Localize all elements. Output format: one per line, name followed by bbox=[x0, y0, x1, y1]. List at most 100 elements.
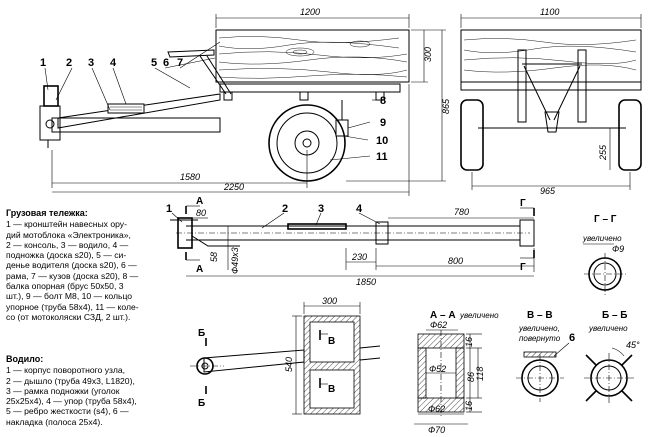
section-vv-title: В – В bbox=[527, 310, 553, 321]
section-mark-g-bottom: Г bbox=[520, 262, 526, 273]
legend-cargo-line: рама, 7 — кузов (доска s20), 8 — bbox=[6, 270, 139, 281]
section-aa-dim-bottom2: Ф70 bbox=[428, 425, 445, 435]
legend-drawbar-line: 5 — ребро жесткости (s4), 6 — bbox=[6, 406, 129, 417]
side-callout-5: 5 bbox=[151, 57, 157, 69]
legend-cargo-trailer: Грузовая тележка: 1 — кронштейн навесных… bbox=[6, 208, 168, 322]
section-gg-dim: Ф9 bbox=[612, 244, 624, 254]
mount-bracket bbox=[39, 85, 61, 148]
legend-drawbar-line: накладка (полоса 25x4). bbox=[6, 416, 103, 427]
section-bb: Б – Б увеличено 45° bbox=[584, 310, 640, 403]
section-gg-note: увеличено bbox=[582, 234, 622, 243]
dim-58: 58 bbox=[209, 252, 219, 262]
section-gg-title: Г – Г bbox=[594, 214, 617, 225]
side-callout-4: 4 bbox=[110, 57, 117, 69]
dim-1850: 1850 bbox=[356, 277, 376, 287]
legend-cargo-line: балка опорная (брус 50x50, 3 bbox=[6, 281, 124, 292]
section-mark-a-top: А bbox=[196, 196, 203, 207]
side-callout-10: 10 bbox=[376, 135, 388, 147]
drawbar-callout-1: 1 bbox=[166, 203, 172, 215]
drawbar-side bbox=[57, 93, 221, 129]
dim-865: 865 bbox=[441, 98, 451, 114]
section-aa-dim-mid: Ф52 bbox=[429, 364, 446, 374]
plan-mark-v-top: В bbox=[328, 336, 335, 347]
side-dimensions: 1200 300 865 1580 2250 bbox=[51, 7, 451, 196]
legend-cargo-line: 1 — кронштейн навесных ору- bbox=[6, 219, 127, 230]
plan-mark-b-top: Б bbox=[198, 328, 205, 339]
dim-1100: 1100 bbox=[540, 7, 559, 17]
section-aa-note: увеличено bbox=[459, 311, 499, 320]
dim-780: 780 bbox=[454, 207, 469, 217]
side-callout-2: 2 bbox=[66, 57, 72, 69]
section-bb-angle: 45° bbox=[626, 340, 640, 350]
section-aa-dim-bottom: Ф62 bbox=[428, 404, 445, 414]
dim-300: 300 bbox=[423, 47, 433, 62]
legend-cargo-line: дий мотоблока «Электроника», bbox=[6, 229, 131, 240]
legend-drawbar-line: 25x25x4), 4 — упор (труба 58x4), bbox=[6, 396, 137, 407]
dim-plan-540: 540 bbox=[284, 357, 294, 372]
dim-800: 800 bbox=[448, 256, 463, 266]
legend-drawbar-title: Водило: bbox=[6, 354, 44, 364]
side-callout-8: 8 bbox=[380, 95, 386, 107]
front-wheel-right bbox=[618, 99, 642, 171]
legend-cargo-line: со (от мотоколяски СЗД, 2 шт.). bbox=[6, 311, 131, 322]
frame bbox=[219, 83, 401, 93]
dim-d49: Ф49х3 bbox=[230, 247, 240, 274]
legend-cargo-line: денье водителя (доска s20), 6 — bbox=[6, 260, 137, 271]
section-mark-g-top: Г bbox=[520, 198, 526, 209]
section-gg: Г – Г увеличено Ф9 bbox=[582, 214, 626, 295]
section-aa-dim-top: Ф62 bbox=[430, 320, 447, 330]
side-callout-3: 3 bbox=[88, 57, 94, 69]
drawbar-footboard bbox=[287, 223, 347, 230]
legend-drawbar-line: 3 — рамка подножки (уголок bbox=[6, 385, 120, 396]
legend-drawbar-line: 1 — корпус поворотного узла, bbox=[6, 365, 126, 376]
swivel-body bbox=[170, 217, 240, 249]
section-vv: В – В увеличено, повернуто 6 bbox=[516, 310, 575, 402]
cargo-body bbox=[215, 29, 410, 83]
legend-drawbar: Водило: 1 — корпус поворотного узла, 2 —… bbox=[6, 354, 186, 427]
dim-1200: 1200 bbox=[300, 7, 320, 17]
footboard bbox=[107, 103, 145, 114]
front-view: 1100 965 255 bbox=[460, 7, 642, 196]
plan-drawbar bbox=[203, 349, 305, 373]
dim-255: 255 bbox=[598, 144, 608, 161]
plan-mark-v-bottom: В bbox=[328, 384, 335, 395]
section-aa-h118: 118 bbox=[475, 367, 485, 381]
drawbar-callout-2: 2 bbox=[282, 203, 288, 215]
section-aa: А – А увеличено Ф62 Ф52 Ф62 Ф70 16 118 1… bbox=[414, 310, 499, 435]
legend-cargo-line: шт.), 9 — болт М8, 10 — кольцо bbox=[6, 291, 133, 302]
plan-view: Б Б В В 300 540 bbox=[190, 296, 381, 415]
dim-80: 80 bbox=[196, 208, 206, 218]
dim-2250: 2250 bbox=[223, 182, 244, 192]
dim-1580: 1580 bbox=[180, 172, 200, 182]
section-vv-note1: увеличено, bbox=[518, 324, 560, 333]
section-mark-a-bottom: А bbox=[196, 264, 203, 275]
section-aa-title: А – А bbox=[430, 310, 456, 321]
side-callout-6: 6 bbox=[163, 57, 169, 69]
drawbar-callout-3: 3 bbox=[318, 203, 324, 215]
legend-cargo-title: Грузовая тележка: bbox=[6, 208, 88, 218]
drawbar-view: 1 2 3 4 А А Г Г 80 58 Ф49х3 780 230 bbox=[166, 196, 535, 287]
section-vv-callout: 6 bbox=[569, 332, 575, 344]
legend-drawbar-line: 2 — дышло (труба 49x3, L1820), bbox=[6, 375, 135, 386]
driver-seat bbox=[167, 49, 215, 58]
front-body bbox=[460, 29, 642, 83]
side-view: 1 2 3 4 5 6 7 8 9 10 11 1200 300 865 bbox=[39, 7, 451, 196]
front-dimensions: 1100 965 255 bbox=[460, 7, 642, 196]
drawbar-callout-4: 4 bbox=[356, 203, 363, 215]
section-bb-note: увеличено bbox=[588, 324, 628, 333]
plan-mark-b-bottom: Б bbox=[198, 398, 205, 409]
plan-dimensions: 300 540 bbox=[284, 296, 361, 415]
section-aa-h16a: 16 bbox=[464, 337, 474, 347]
drawbar-dimensions: 80 58 Ф49х3 780 230 800 1850 bbox=[186, 207, 535, 287]
drawbar-stop bbox=[375, 221, 389, 245]
section-bb-title: Б – Б bbox=[602, 310, 628, 321]
section-aa-h86: 86 bbox=[466, 372, 476, 382]
side-callout-9: 9 bbox=[380, 117, 386, 129]
dim-plan-300: 300 bbox=[322, 296, 337, 306]
legend-cargo-line: подножка (доска s20), 5 — си- bbox=[6, 250, 127, 261]
side-callouts: 1 2 3 4 5 6 7 8 9 10 11 bbox=[40, 41, 388, 163]
section-vv-note2: повернуто bbox=[519, 334, 561, 343]
side-callout-11: 11 bbox=[376, 151, 388, 163]
